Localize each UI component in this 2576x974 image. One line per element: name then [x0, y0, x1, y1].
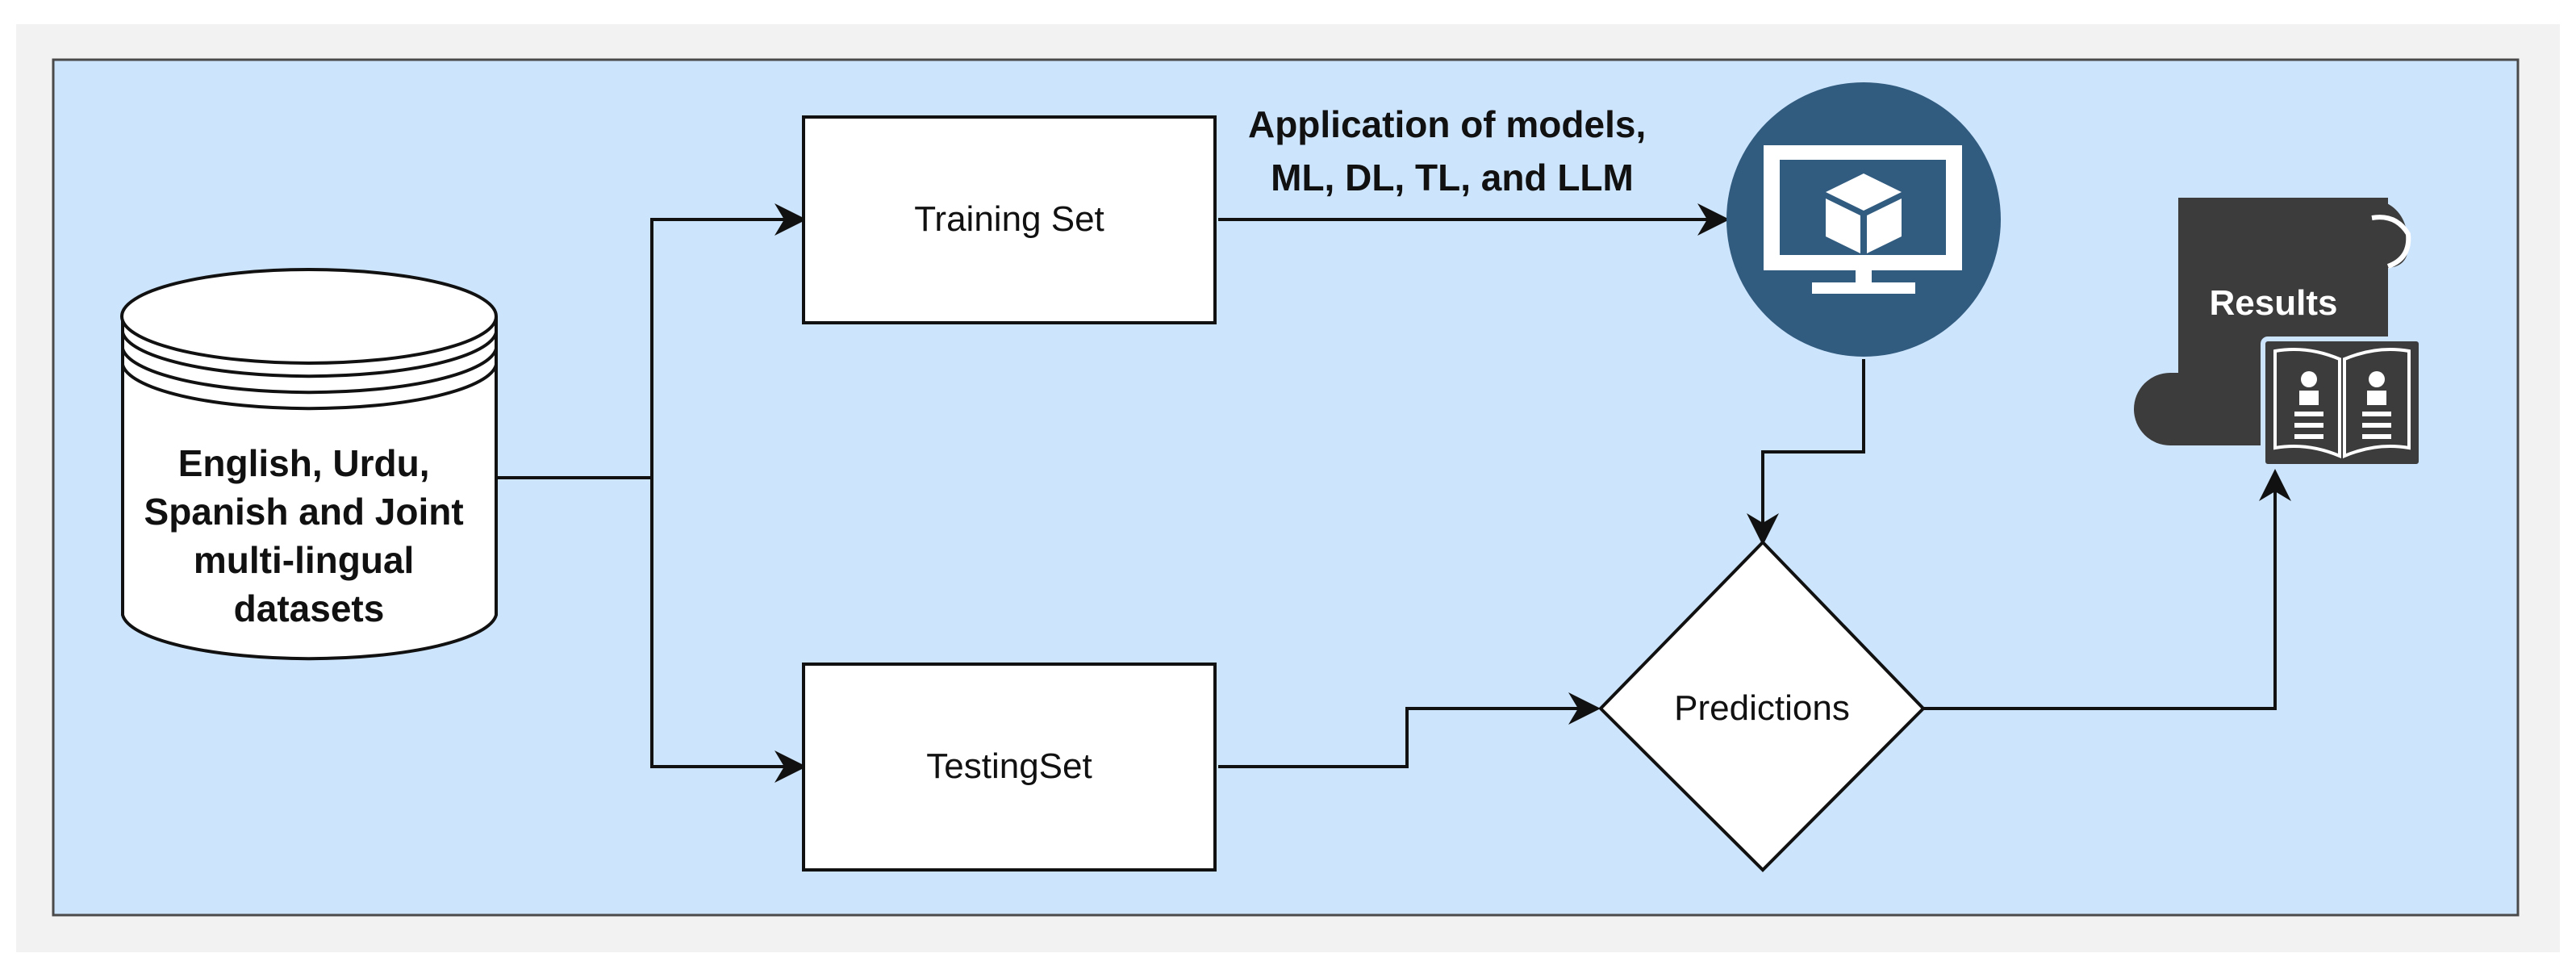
- database-label-line-1: English, Urdu,: [178, 442, 430, 484]
- connector-to-training: [650, 203, 807, 478]
- scroll-book-icon: [2134, 198, 2424, 469]
- predictions-label: Predictions: [1674, 688, 1850, 728]
- database-label-line-3: multi-lingual: [194, 539, 414, 581]
- database-label: English, Urdu, Spanish and Joint multi-l…: [144, 442, 474, 629]
- models-label-line-2: ML, DL, TL, and LLM: [1271, 157, 1634, 199]
- connectors: [496, 203, 2291, 783]
- testing-set-box: [802, 663, 1217, 872]
- database-label-line-2: Spanish and Joint: [144, 491, 464, 533]
- monitor-cube-icon: [1726, 82, 2001, 357]
- connector-models-to-predictions: [1747, 359, 1865, 546]
- predictions-diamond: [1598, 540, 1926, 872]
- connector-to-testing: [650, 478, 807, 783]
- testing-set-label: TestingSet: [926, 746, 1092, 786]
- training-set-label: Training Set: [914, 199, 1104, 239]
- database-cylinder-icon: [120, 268, 498, 661]
- database-label-line-4: datasets: [234, 587, 385, 629]
- connector-testing-to-predictions: [1218, 692, 1601, 768]
- results-label: Results: [2210, 283, 2338, 323]
- connector-predictions-to-results: [1923, 469, 2291, 710]
- models-label-line-1: Application of models,: [1248, 103, 1646, 145]
- training-set-box: [802, 115, 1217, 324]
- models-label: Application of models, ML, DL, TL, and L…: [1248, 103, 1656, 199]
